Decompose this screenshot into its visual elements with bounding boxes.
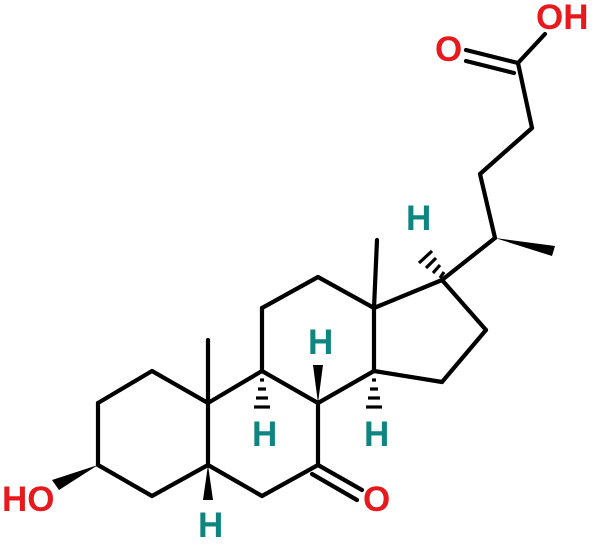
ring-c-bonds (259, 274, 377, 406)
c5-hydrogen-wedge (203, 465, 213, 500)
c9-hydrogen-label: H (252, 415, 277, 454)
ring-d-bonds (371, 277, 489, 385)
ketone-double-bond (309, 462, 365, 503)
c9-hydrogen-hash (254, 378, 270, 409)
c3-hydroxyl-wedge (52, 465, 98, 490)
c17-hydrogen-label: H (406, 199, 431, 238)
c8-hydrogen-label: H (308, 323, 333, 362)
c8-hydrogen-wedge (313, 365, 323, 403)
carboxyl-oxygen-label: O (435, 30, 462, 69)
hydroxyl-label: HO (2, 480, 55, 519)
ketone-oxygen-label: O (363, 480, 390, 519)
c5-hydrogen-label: H (198, 506, 223, 545)
c14-hydrogen-hash (366, 378, 382, 409)
carboxyl-hydroxyl-label: OH (536, 0, 589, 37)
c14-hydrogen-label: H (364, 415, 389, 454)
c17-hydrogen-hash (417, 249, 446, 279)
c20-methyl-wedge (495, 238, 555, 256)
side-chain-bonds (439, 31, 548, 283)
c13-methyl-bond (371, 237, 380, 311)
ring-a-bonds (95, 368, 211, 499)
ring-b-bonds (205, 368, 321, 499)
